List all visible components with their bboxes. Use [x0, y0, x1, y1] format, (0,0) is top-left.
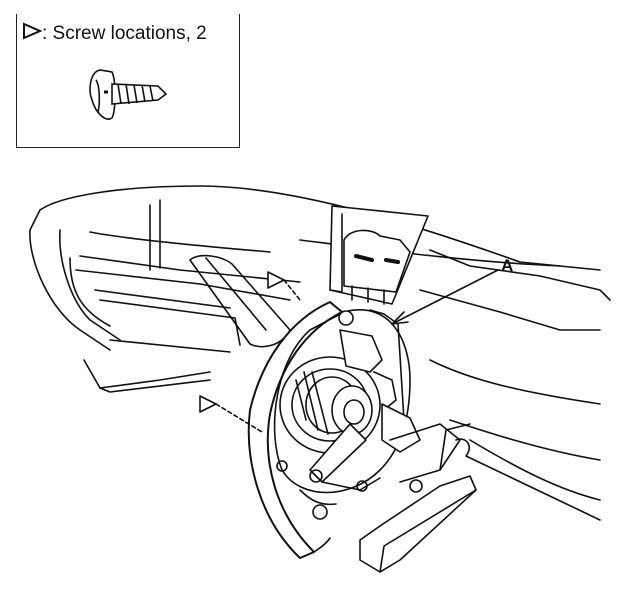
headlight-assembly-illustration [29, 185, 611, 573]
legend-caption: : Screw locations, 2 [22, 22, 207, 46]
open-triangle-pointer-icon [22, 22, 43, 46]
legend-box [16, 14, 240, 148]
tapping-screw-icon [89, 69, 168, 120]
legend-text: : Screw locations, 2 [42, 23, 207, 45]
